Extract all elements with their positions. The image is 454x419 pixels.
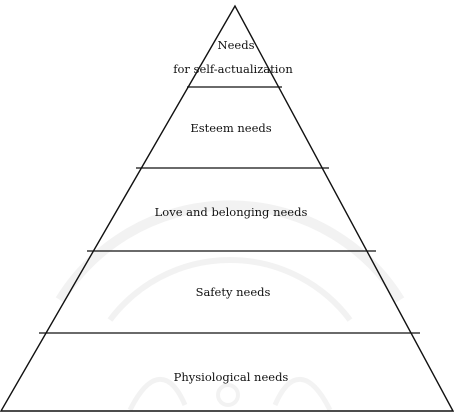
level-label-safety: Safety needs bbox=[196, 285, 271, 299]
level-label-physiological: Physiological needs bbox=[174, 370, 289, 384]
level-label-love-belonging: Love and belonging needs bbox=[155, 205, 308, 219]
pyramid-outline bbox=[0, 4, 454, 412]
level-label-esteem: Esteem needs bbox=[190, 121, 271, 135]
level-label-self-actualization-line1: Needs bbox=[218, 38, 255, 52]
watermark-arc-outer bbox=[55, 200, 405, 303]
watermark-seal-graphic bbox=[55, 200, 405, 412]
watermark-flourish-left bbox=[127, 376, 188, 412]
watermark-center-ornament bbox=[216, 383, 240, 407]
level-label-self-actualization-line2: for self-actualization bbox=[173, 62, 293, 76]
watermark-arc-inner bbox=[107, 257, 353, 322]
watermark-flourish-right bbox=[272, 376, 333, 412]
